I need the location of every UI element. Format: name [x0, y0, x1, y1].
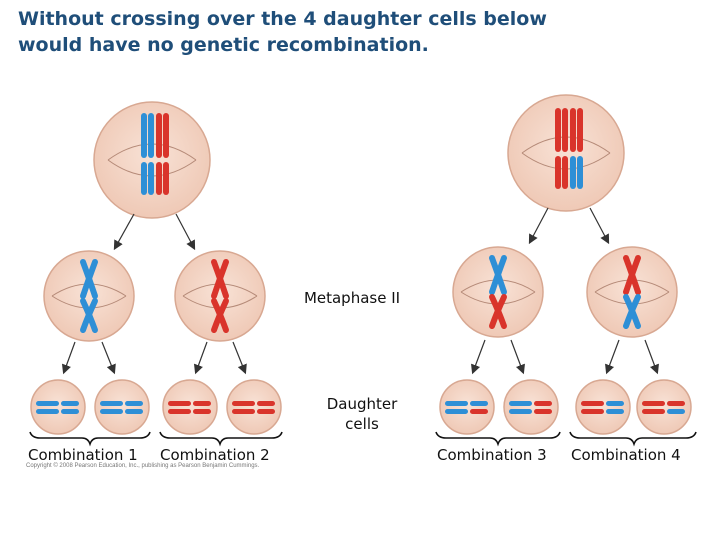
arrow	[511, 340, 523, 372]
daughter-cell-2	[95, 380, 149, 434]
combination-label-3: Combination 3	[437, 446, 547, 464]
combination-bracket-2	[160, 432, 282, 444]
arrow	[590, 208, 608, 242]
daughter-cell-3	[163, 380, 217, 434]
arrow	[115, 214, 134, 248]
combination-bracket-3	[436, 432, 560, 444]
arrow	[102, 342, 114, 372]
daughter-label-line-2: cells	[312, 414, 412, 434]
metaphase-cell-2	[175, 251, 265, 341]
arrow	[64, 342, 75, 372]
parent-cell-right	[508, 95, 624, 211]
parent-cell-left	[94, 102, 210, 218]
metaphase-cell-1	[44, 251, 134, 341]
daughter-cell-5	[440, 380, 494, 434]
combination-bracket-4	[570, 432, 696, 444]
daughter-cell-6	[504, 380, 558, 434]
daughter-cell-1	[31, 380, 85, 434]
combination-label-1: Combination 1	[28, 446, 138, 464]
metaphase-label: Metaphase II	[292, 288, 412, 308]
metaphase-label-text: Metaphase II	[292, 288, 412, 308]
daughter-cell-8	[637, 380, 691, 434]
arrow	[645, 340, 657, 372]
metaphase-cell-3	[453, 247, 543, 337]
daughter-cell-4	[227, 380, 281, 434]
metaphase-cell-4	[587, 247, 677, 337]
daughter-cell-7	[576, 380, 630, 434]
daughter-label-line-1: Daughter	[312, 394, 412, 414]
arrow	[530, 208, 548, 242]
combination-label-2: Combination 2	[160, 446, 270, 464]
arrow	[196, 342, 207, 372]
combination-bracket-1	[30, 432, 150, 444]
copyright-notice: Copyright © 2008 Pearson Education, Inc.…	[26, 463, 259, 469]
arrow	[607, 340, 619, 372]
combination-label-4: Combination 4	[571, 446, 681, 464]
daughter-cells-label: Daughter cells	[312, 394, 412, 434]
arrow	[176, 214, 194, 248]
arrow	[473, 340, 485, 372]
arrow	[233, 342, 245, 372]
